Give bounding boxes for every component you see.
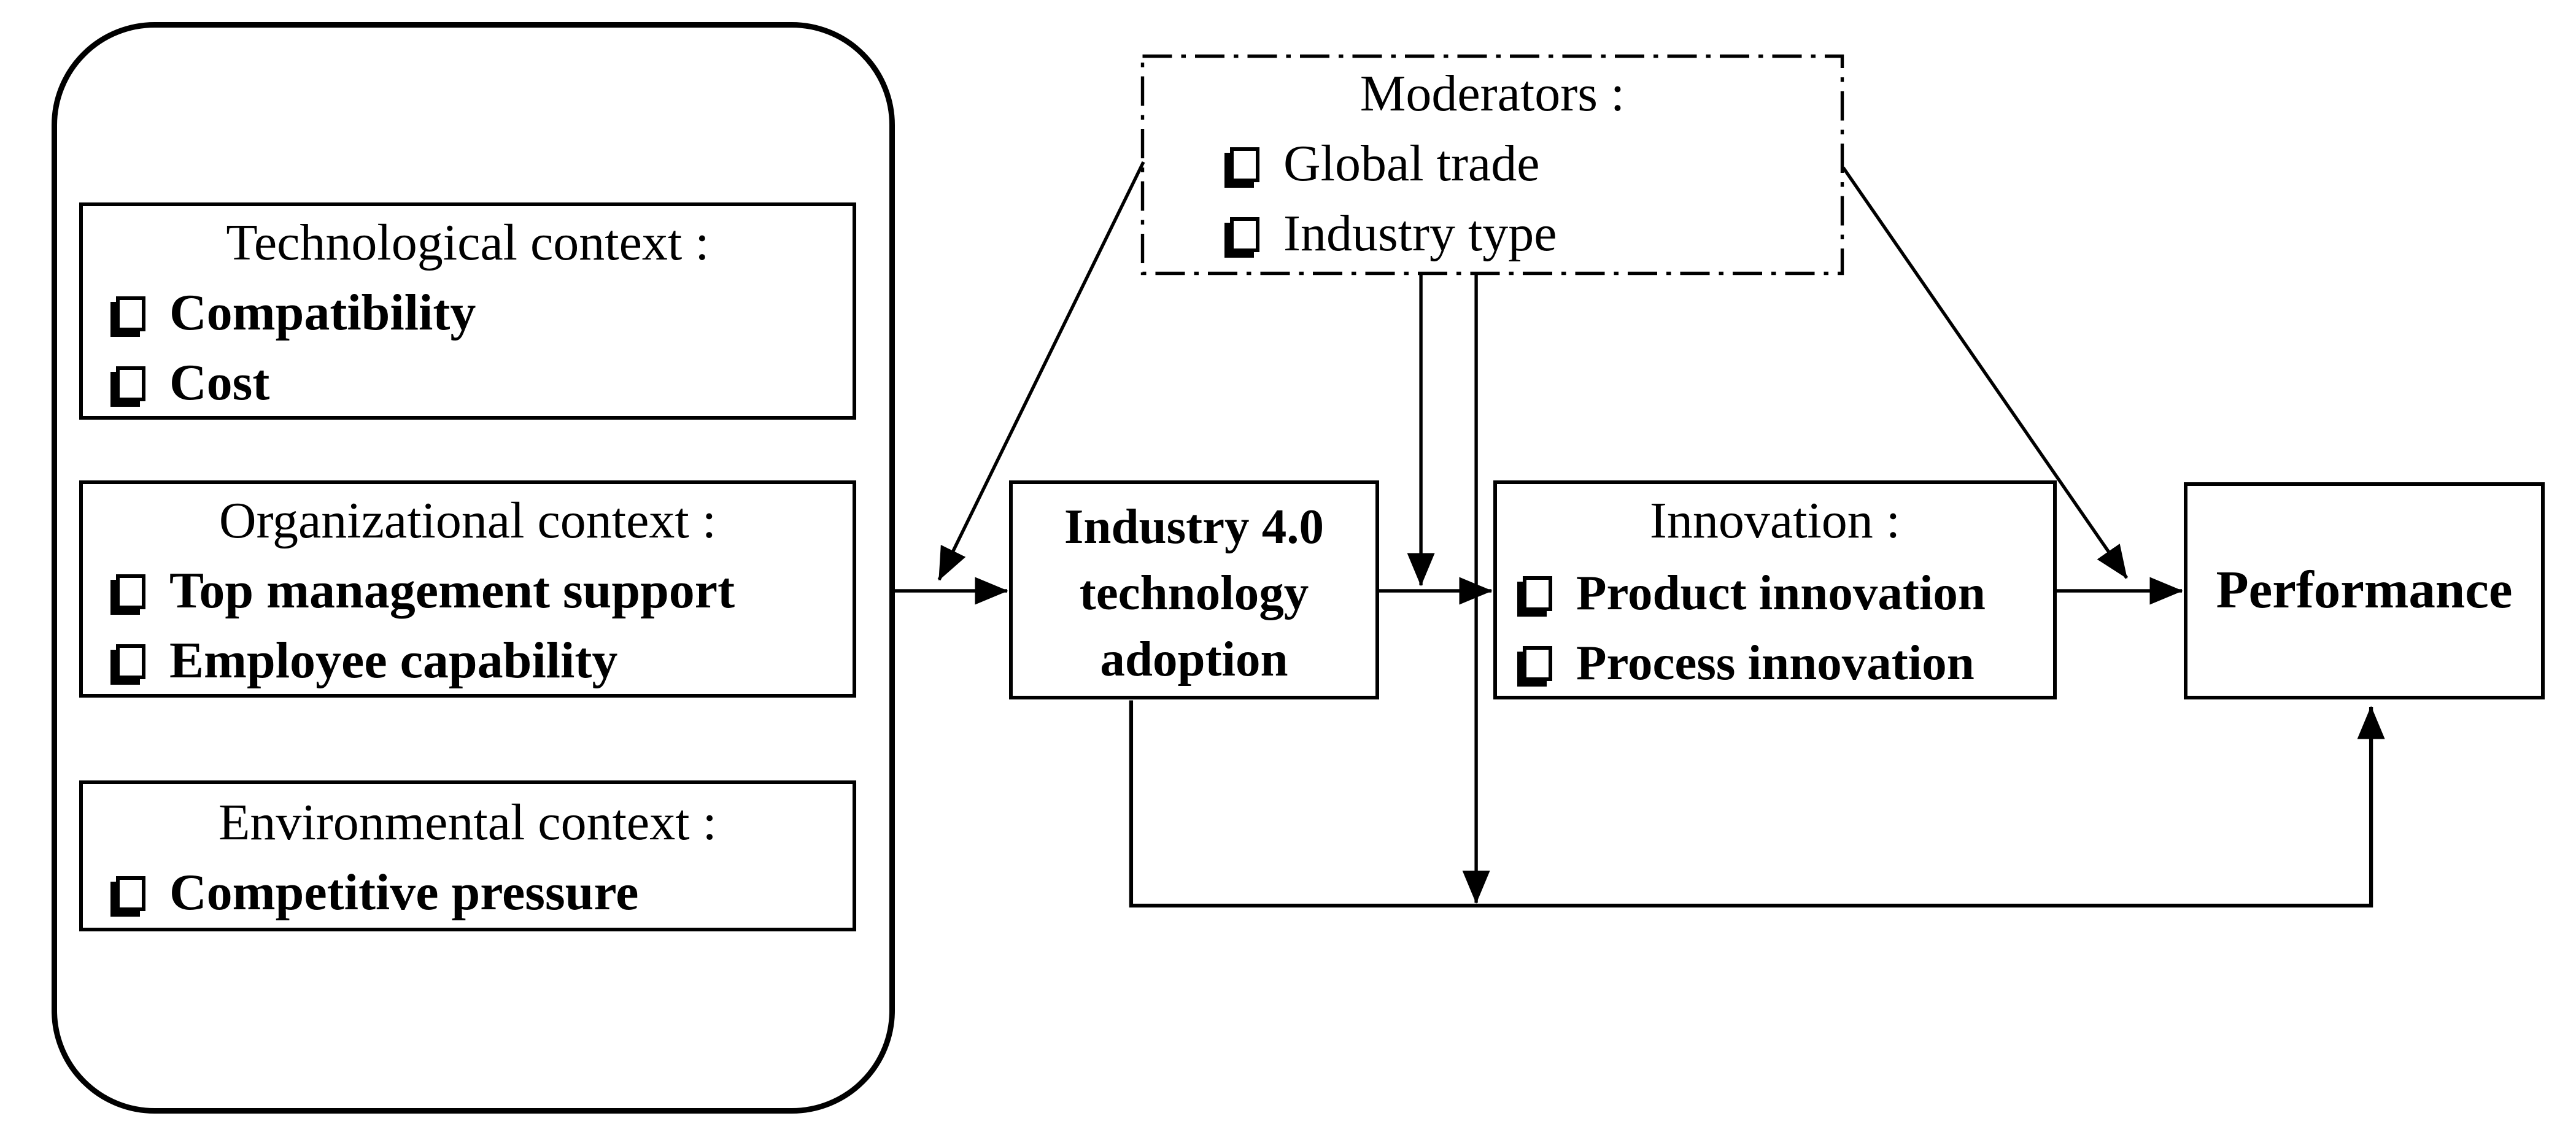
environmental-item-label: Competitive pressure (169, 865, 639, 922)
list-item: Product innovation (1497, 558, 2053, 628)
checkbox-icon (1523, 576, 1552, 611)
list-item: Employee capability (83, 628, 853, 698)
arrow-moderator-to-toe-adoption-link (937, 161, 1145, 581)
list-item: Cost (83, 350, 853, 420)
technological-context-title: Technological context : (226, 215, 710, 272)
checkbox-icon (1230, 217, 1259, 252)
environmental-context-box: Environmental context : Competitive pres… (79, 780, 856, 931)
checkbox-icon (116, 876, 145, 911)
innovation-item-label: Product innovation (1576, 565, 1986, 620)
list-item: Top management support (83, 558, 853, 628)
organizational-item-label: Top management support (169, 563, 735, 620)
list-item: Process innovation (1497, 628, 2053, 698)
innovation-item-label: Process innovation (1576, 635, 1975, 690)
checkbox-icon (116, 296, 145, 331)
toe-context-container (52, 22, 895, 1114)
list-item: Global trade (1197, 131, 1843, 201)
moderators-box-border (1140, 54, 1844, 275)
arrow-moderator-to-innovation-performance-link (1841, 166, 2129, 579)
checkbox-icon (1523, 646, 1552, 681)
environmental-context-title: Environmental context : (219, 795, 717, 852)
innovation-box: Innovation : Product innovation Process … (1493, 480, 2057, 699)
list-item: Compatibility (83, 280, 853, 350)
performance-label: Performance (2216, 560, 2513, 620)
adoption-label-line2: technology (1079, 565, 1309, 620)
checkbox-icon (116, 366, 145, 401)
list-item: Industry type (1197, 201, 1843, 271)
checkbox-icon (116, 574, 145, 609)
adoption-label-line3: adoption (1100, 631, 1288, 687)
moderators-title: Moderators : (1360, 66, 1625, 123)
organizational-context-box: Organizational context : Top management … (79, 480, 856, 698)
adoption-label-line1: Industry 4.0 (1064, 499, 1325, 554)
moderator-item-label: Industry type (1283, 206, 1557, 263)
list-item: Competitive pressure (83, 860, 853, 930)
moderator-item-label: Global trade (1283, 136, 1540, 193)
arrow-adoption-to-performance-bottom-path (1129, 700, 2385, 908)
technological-item-label: Compatibility (169, 285, 476, 342)
adoption-box: Industry 4.0 technology adoption (1009, 480, 1379, 699)
innovation-title: Innovation : (1649, 493, 1901, 550)
performance-box: Performance (2184, 482, 2545, 699)
checkbox-icon (116, 644, 145, 679)
technological-item-label: Cost (169, 355, 270, 412)
technological-context-box: Technological context : Compatibility Co… (79, 202, 856, 420)
organizational-context-title: Organizational context : (219, 493, 717, 550)
moderators-box: Moderators : Global trade Industry type (1142, 55, 1843, 274)
checkbox-icon (1230, 147, 1259, 182)
organizational-item-label: Employee capability (169, 633, 618, 690)
